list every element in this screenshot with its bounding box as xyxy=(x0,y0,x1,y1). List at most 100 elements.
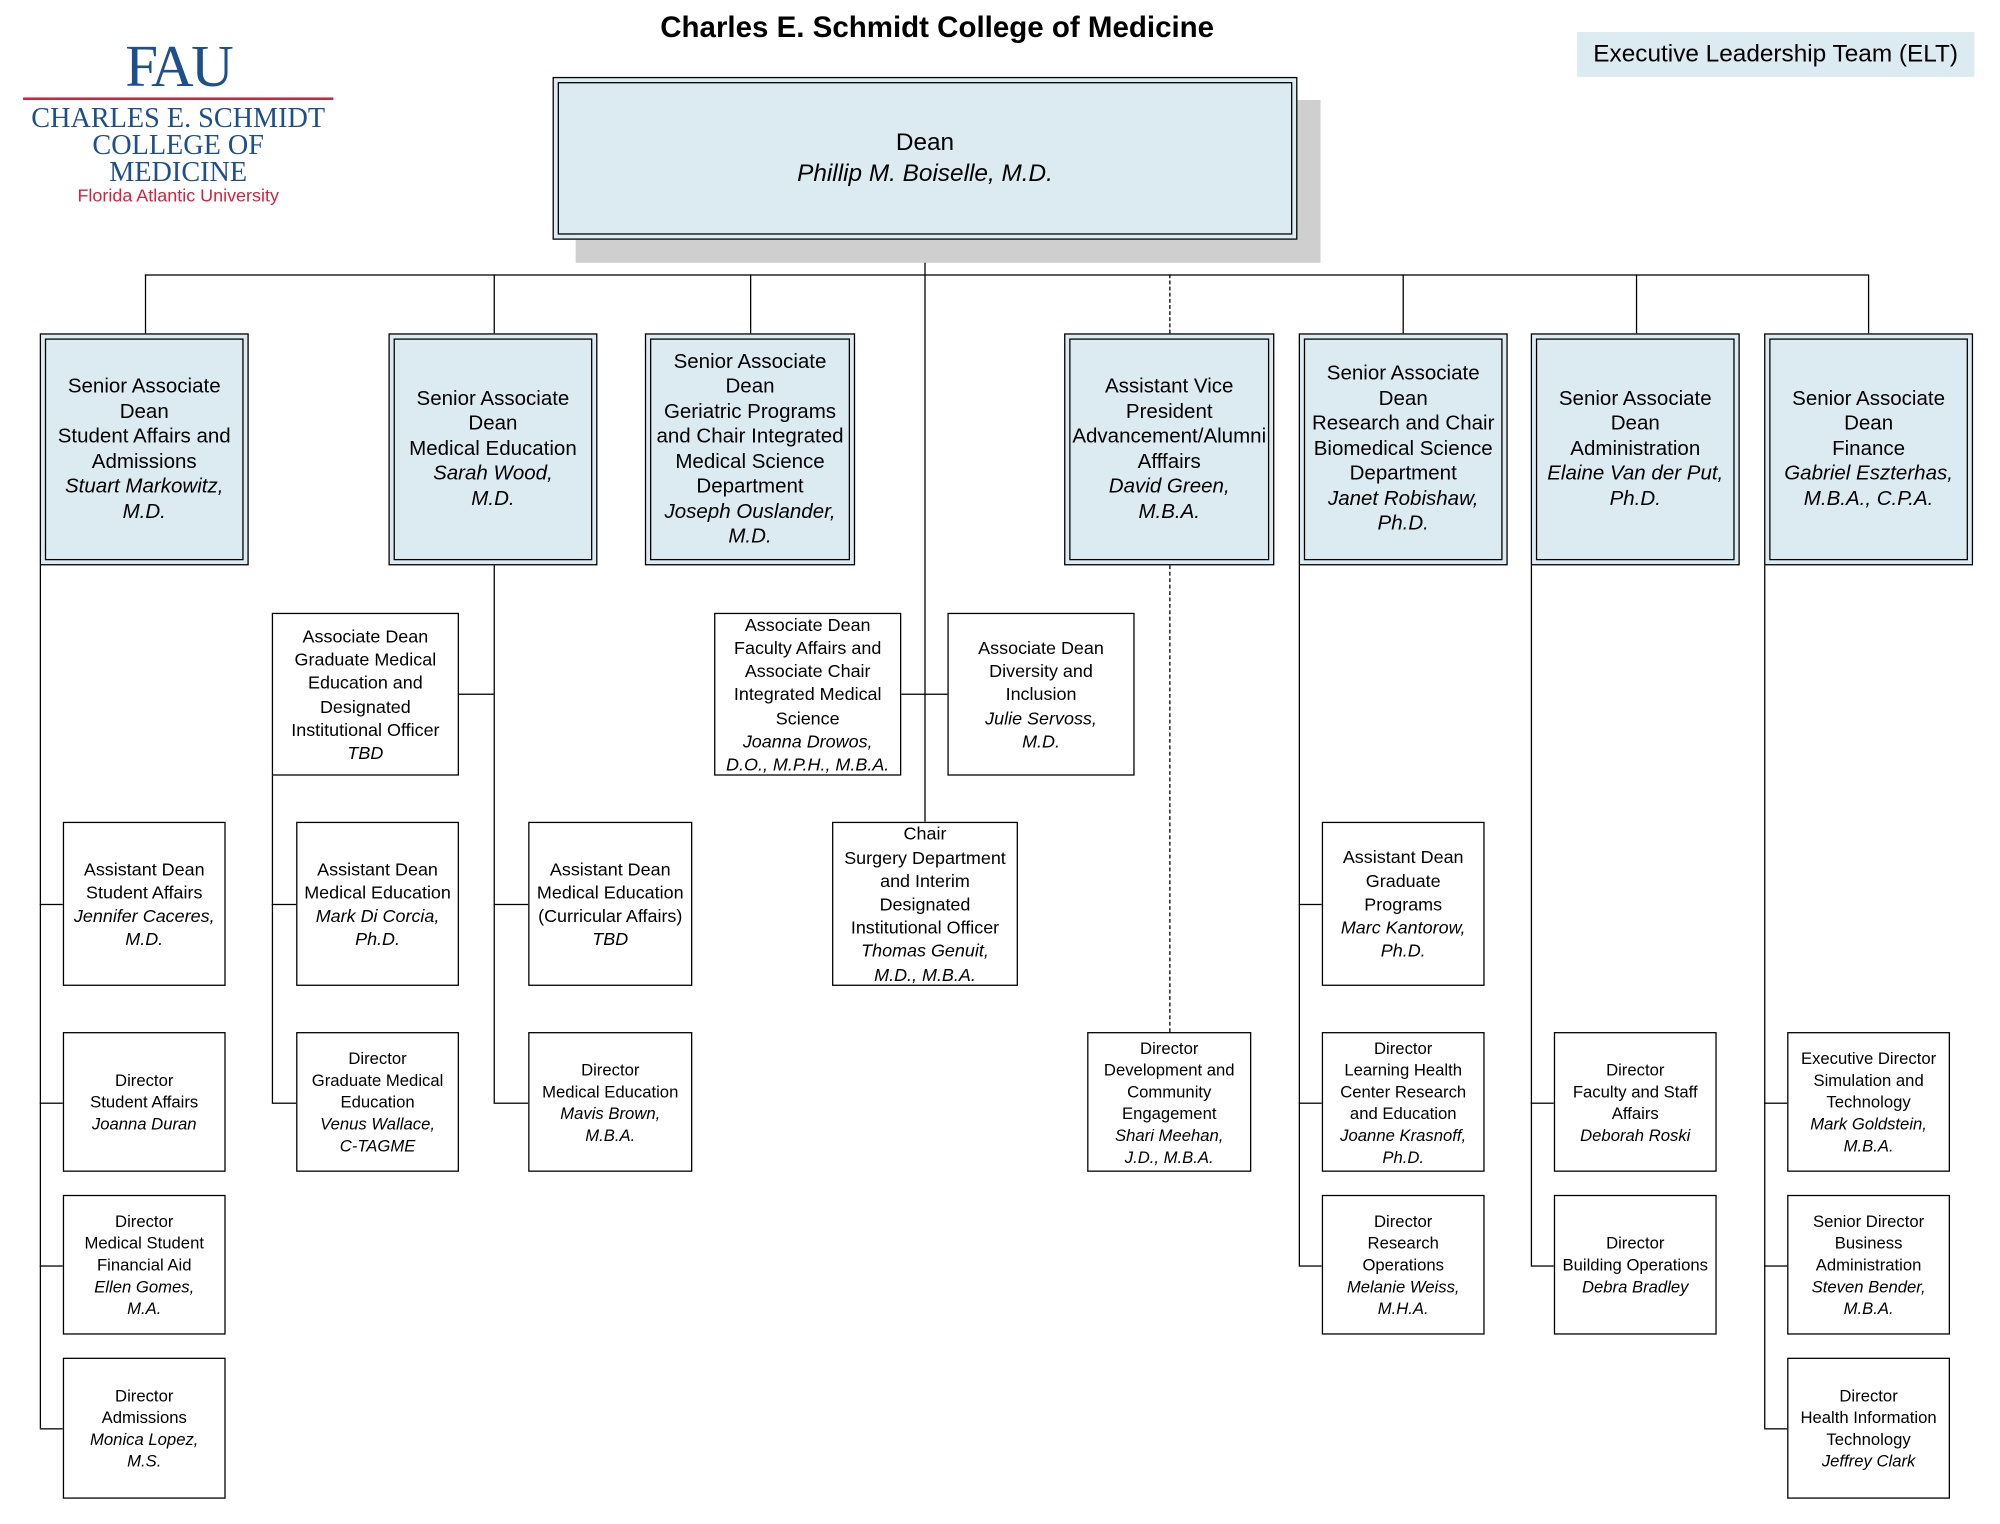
person-name-line: M.B.A. xyxy=(1843,1298,1894,1318)
position-title-line: Engagement xyxy=(1121,1103,1217,1123)
position-title-line: Executive Director xyxy=(1800,1048,1937,1068)
person-name-line: Mavis Brown, xyxy=(560,1103,661,1123)
position-title-line: Assistant Dean xyxy=(1342,846,1464,868)
person-name-line: Venus Wallace, xyxy=(320,1114,435,1134)
position-title-line: Institutional Officer xyxy=(850,916,1000,938)
position-title-line: Director xyxy=(1606,1233,1665,1253)
person-name-line: Shari Meehan, xyxy=(1115,1124,1224,1145)
position-title-line: Dean xyxy=(1844,413,1894,435)
position-title-line: Senior Associate xyxy=(1326,363,1480,385)
position-title-line: Inclusion xyxy=(1005,683,1077,705)
position-title-line: Technology xyxy=(1826,1092,1911,1112)
position-title-line: President xyxy=(1125,400,1213,423)
dean-title: Dean xyxy=(895,128,955,156)
person-name-line: Steven Bender, xyxy=(1811,1276,1926,1297)
position-title-line: Development and xyxy=(1103,1059,1235,1079)
connector-line xyxy=(1402,274,1404,334)
position-title-line: Afffairs xyxy=(1137,450,1201,473)
connector-line xyxy=(1635,274,1638,334)
dean-name: Phillip M. Boiselle, M.D. xyxy=(797,159,1053,187)
position-title-line: Geriatric Programs xyxy=(663,400,837,423)
connector-line xyxy=(144,274,147,334)
position-title-line: Director xyxy=(1606,1059,1665,1079)
person-name-line: Monica Lopez, xyxy=(90,1429,199,1449)
position-title-line: Simulation and xyxy=(1813,1070,1924,1090)
elt-legend: Executive Leadership Team (ELT) xyxy=(1576,32,1975,77)
connector-line xyxy=(39,903,63,906)
position-title-line: Medical Education xyxy=(536,881,684,903)
position-title-line: Student Affairs and xyxy=(57,425,231,448)
position-title-line: Assistant Dean xyxy=(549,858,671,879)
person-name-line: Janet Robishaw, xyxy=(1327,488,1479,510)
connector-line xyxy=(144,274,1868,276)
connector-line xyxy=(1298,903,1322,906)
position-title-line: Diversity and xyxy=(989,660,1093,682)
person-name-line: Melanie Weiss, xyxy=(1346,1276,1460,1297)
fau-logo: FAU CHARLES E. SCHMIDT COLLEGE OF MEDICI… xyxy=(23,37,334,206)
connector-line xyxy=(39,1102,63,1104)
person-name-line: M.D. xyxy=(471,488,515,510)
connector-line xyxy=(1867,274,1870,334)
position-title-line: Operations xyxy=(1362,1255,1444,1275)
position-title-line: Senior Associate xyxy=(416,388,570,410)
position-title-line: Admissions xyxy=(91,450,197,473)
connector-line xyxy=(1298,1265,1322,1267)
connector-line xyxy=(1298,565,1300,1266)
position-title-line: Education xyxy=(340,1092,415,1112)
position-title-line: Finance xyxy=(1832,438,1906,460)
connector-line xyxy=(1298,1102,1322,1104)
position-title-line: Director xyxy=(348,1048,407,1068)
person-name-line: Stuart Markowitz, xyxy=(65,475,224,498)
position-title-line: Associate Dean xyxy=(744,613,871,635)
position-title-line: Science xyxy=(775,707,840,728)
person-name-line: Joanne Krasnoff, xyxy=(1340,1124,1467,1145)
logo-line-3: Florida Atlantic University xyxy=(77,184,279,206)
position-title-line: Associate Dean xyxy=(978,637,1104,658)
person-name-line: Marc Kantorow, xyxy=(1340,916,1466,938)
position-title-line: Dean xyxy=(1378,388,1428,410)
position-title-line: Biomedical Science xyxy=(1313,438,1493,460)
connector-line xyxy=(1764,1265,1788,1267)
person-name-line: M.D. xyxy=(125,928,164,949)
position-title-line: Programs xyxy=(1364,893,1443,914)
position-title-line: Institutional Officer xyxy=(291,718,440,740)
connector-line xyxy=(1764,1428,1788,1430)
person-name-line: Thomas Genuit, xyxy=(861,940,989,961)
position-title-line: Faculty and Staff xyxy=(1572,1081,1698,1101)
person-name-line: Gabriel Eszterhas, xyxy=(1784,463,1953,485)
person-name-line: M.D., M.B.A. xyxy=(874,963,976,984)
position-title-line: Assistant Vice xyxy=(1104,375,1234,398)
person-name-line: Sarah Wood, xyxy=(433,463,553,485)
logo-line-2: COLLEGE OF MEDICINE xyxy=(92,128,264,188)
connector-line xyxy=(1169,565,1171,1033)
person-name-line: Deborah Roski xyxy=(1580,1124,1691,1145)
position-title-line: Associate Chair xyxy=(744,660,871,682)
connector-line xyxy=(271,903,297,906)
person-name-line: Ph.D. xyxy=(1609,488,1661,510)
position-title-line: Department xyxy=(1349,463,1457,485)
position-title-line: Admissions xyxy=(101,1407,187,1427)
person-name-line: Jeffrey Clark xyxy=(1821,1451,1916,1471)
position-title-line: Building Operations xyxy=(1562,1255,1708,1275)
position-title-line: Medical Student xyxy=(84,1233,204,1253)
position-title-line: Faculty Affairs and xyxy=(734,637,882,658)
position-title-line: Director xyxy=(1374,1037,1433,1058)
person-name-line: Debra Bradley xyxy=(1581,1276,1689,1297)
position-title-line: Student Affairs xyxy=(90,1092,199,1112)
person-name-line: Mark Goldstein, xyxy=(1810,1114,1927,1134)
